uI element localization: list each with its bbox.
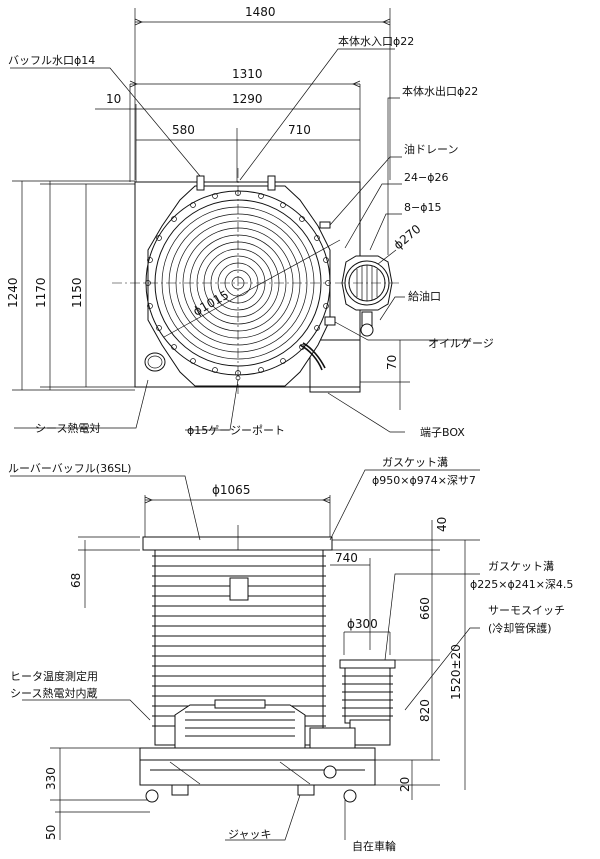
label-sheath-thermocouple: シース熱電対 — [35, 421, 100, 435]
dim-710: 710 — [288, 123, 311, 137]
label-gasket-groove-main: ガスケット溝 — [382, 456, 448, 469]
left-dimension-lines — [12, 180, 135, 391]
dim-68: 68 — [69, 573, 83, 588]
thermocouple-hose — [299, 342, 326, 371]
nameplate — [229, 577, 249, 601]
dim-10: 10 — [106, 92, 121, 106]
label-body-water-outlet: 本体水出口ϕ22 — [402, 84, 478, 98]
dim-1240: 1240 — [6, 277, 20, 308]
top-dimension-lines — [95, 8, 391, 182]
dim-1290: 1290 — [232, 92, 263, 106]
heater-base — [174, 699, 306, 749]
label-heater-thermo-1: ヒータ温度測定用 — [10, 669, 98, 683]
oil-gauge-body — [324, 316, 336, 326]
label-jack: ジャッキ — [228, 828, 271, 841]
side-dimension-lines — [50, 495, 480, 840]
top-view: ϕ1015 — [6, 5, 494, 439]
label-oil-fill-port: 給油口 — [408, 289, 441, 303]
oil-drain-nozzle — [319, 221, 331, 229]
label-cooling-pipe-protection: (冷却管保護) — [488, 621, 552, 635]
base-frame — [139, 747, 376, 803]
jack-right — [297, 784, 315, 796]
terminal-box-body — [309, 339, 361, 393]
dim-1310: 1310 — [232, 67, 263, 81]
dim-1150: 1150 — [70, 277, 84, 308]
dim-d300: ϕ300 — [347, 617, 378, 631]
dim-740: 740 — [335, 551, 358, 565]
label-gauge-port: ϕ15ゲージーポート — [187, 424, 285, 437]
label-oil-gauge: オイルゲージ — [428, 337, 494, 350]
top-flange — [142, 536, 333, 551]
dim-d270: ϕ270 — [391, 222, 424, 253]
label-caster: 自在車輪 — [352, 839, 396, 853]
label-gasket-groove-small: ガスケット溝 — [488, 560, 554, 573]
label-heater-thermo-2: シース熱電対内蔵 — [10, 686, 97, 700]
caster-left — [145, 789, 159, 803]
jack-left — [171, 784, 189, 796]
dim-d1065: ϕ1065 — [212, 483, 250, 497]
top-leaders — [10, 48, 470, 433]
dim-660: 660 — [418, 597, 432, 620]
label-terminal-box: 端子BOX — [420, 426, 465, 439]
label-oil-drain: 油ドレーン — [404, 142, 458, 156]
dim-1170: 1170 — [34, 277, 48, 308]
dim-50: 50 — [44, 825, 58, 840]
dim-20: 20 — [398, 777, 412, 792]
body-water-nozzle — [267, 175, 276, 191]
label-body-water-inlet: 本体水入口ϕ22 — [338, 34, 414, 48]
dim-330: 330 — [44, 767, 58, 790]
label-gasket-groove-small-spec: ϕ225×ϕ241×深4.5 — [470, 578, 573, 591]
sheath-coil — [144, 352, 166, 372]
label-thermo-switch: サーモスイッチ — [488, 604, 565, 617]
baffle-water-nozzle — [196, 175, 205, 191]
label-holes-8: 8−ϕ15 — [404, 201, 441, 214]
dim-1520: 1520±20 — [449, 644, 463, 700]
label-gasket-groove-main-spec: ϕ950×ϕ974×深サ7 — [372, 474, 476, 487]
side-view: ϕ1065 40 68 740 660 ϕ300 1520±20 820 330… — [8, 456, 573, 853]
label-holes-24: 24−ϕ26 — [404, 171, 448, 184]
dim-820: 820 — [418, 699, 432, 722]
side-port — [335, 255, 400, 337]
dim-40: 40 — [435, 517, 449, 532]
label-baffle-water-port: バッフル水口ϕ14 — [8, 54, 95, 67]
label-louver-baffle: ルーバーバッフル(36SL) — [8, 462, 131, 475]
caster-right — [343, 789, 357, 803]
dim-1480: 1480 — [245, 5, 276, 19]
side-leaders — [10, 469, 480, 841]
dim-70: 70 — [385, 355, 399, 370]
dim-580: 580 — [172, 123, 195, 137]
